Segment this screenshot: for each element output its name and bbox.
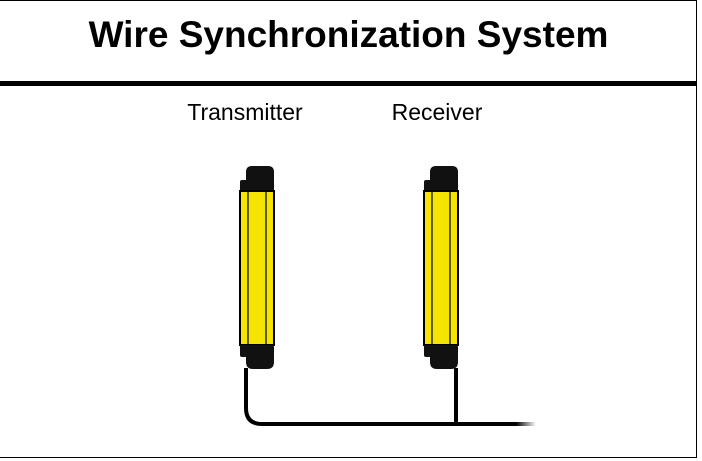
transmitter-bottom-band	[240, 345, 274, 357]
receiver-unit	[423, 166, 459, 369]
receiver-top-band	[424, 180, 458, 192]
title-divider	[0, 81, 697, 86]
receiver-label: Receiver	[391, 99, 483, 125]
page-title: Wire Synchronization System	[88, 14, 609, 55]
transmitter-bottom-cap	[246, 355, 274, 369]
transmitter-cable	[244, 368, 500, 426]
receiver-bottom-band	[424, 345, 458, 357]
transmitter-label: Transmitter	[187, 99, 303, 125]
transmitter-top-band	[240, 180, 274, 192]
transmitter-housing	[239, 190, 275, 346]
receiver-bottom-cap	[430, 355, 458, 369]
top-border	[0, 0, 697, 1]
receiver-housing	[423, 190, 459, 346]
cable-tail	[456, 422, 536, 426]
transmitter-unit	[239, 166, 275, 369]
